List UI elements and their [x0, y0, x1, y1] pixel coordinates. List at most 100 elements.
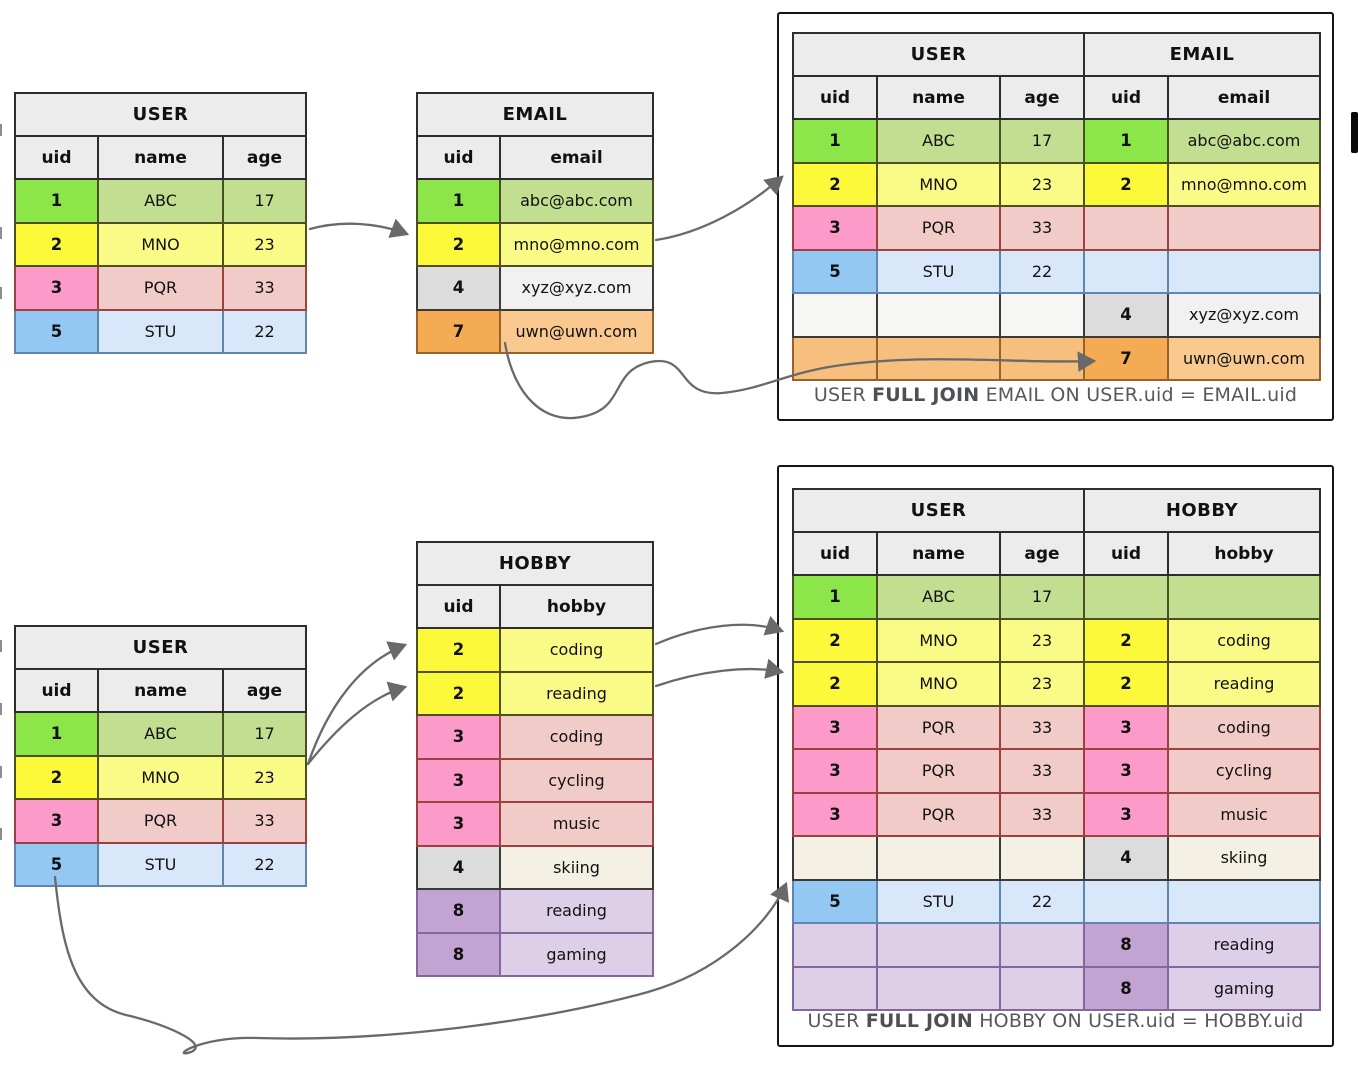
uid-cell: 2: [14, 754, 99, 800]
column-header-age: age: [222, 135, 307, 180]
uid-cell: 8: [1083, 922, 1169, 968]
data-cell: [792, 835, 878, 881]
data-cell: reading: [499, 670, 654, 716]
data-cell: 23: [999, 661, 1085, 707]
data-cell: uwn@uwn.com: [499, 308, 654, 354]
data-cell: gaming: [499, 931, 654, 977]
data-cell: 33: [999, 791, 1085, 837]
uid-cell: 3: [416, 714, 501, 760]
data-cell: reading: [499, 888, 654, 934]
data-cell: 22: [999, 248, 1085, 294]
uid-cell: 5: [792, 878, 878, 924]
caption-bold-full-join: FULL JOIN: [865, 1010, 973, 1032]
uid-cell: 2: [416, 670, 501, 716]
left-edge-tick: [0, 766, 2, 778]
table-title: USER: [792, 488, 1085, 533]
data-cell: [1167, 248, 1321, 294]
table-title: HOBBY: [1083, 488, 1321, 533]
data-cell: ABC: [876, 118, 1001, 164]
uid-cell: 5: [14, 841, 99, 887]
data-cell: [999, 835, 1085, 881]
uid-cell: 8: [416, 888, 501, 934]
data-cell: MNO: [97, 221, 224, 267]
uid-cell: 1: [14, 178, 99, 224]
caption-bold-full-join: FULL JOIN: [872, 384, 980, 406]
data-cell: 17: [222, 711, 307, 757]
data-cell: [1083, 248, 1169, 294]
uid-cell: 1: [792, 118, 878, 164]
uid-cell: 2: [416, 627, 501, 673]
data-cell: [1167, 878, 1321, 924]
data-cell: music: [499, 801, 654, 847]
uid-cell: 2: [1083, 161, 1169, 207]
uid-cell: 2: [792, 661, 878, 707]
table-title: EMAIL: [416, 92, 654, 137]
caption-full-join-email: USER FULL JOIN EMAIL ON USER.uid = EMAIL…: [779, 384, 1332, 406]
data-cell: coding: [1167, 617, 1321, 663]
data-cell: mno@mno.com: [1167, 161, 1321, 207]
column-header-name: name: [97, 668, 224, 713]
data-cell: [876, 835, 1001, 881]
uid-cell: 3: [1083, 748, 1169, 794]
left-edge-tick: [0, 828, 2, 840]
column-header-uid: uid: [416, 584, 501, 629]
data-cell: cycling: [499, 757, 654, 803]
uid-cell: 3: [792, 205, 878, 251]
data-cell: 17: [999, 574, 1085, 620]
data-cell: 23: [999, 161, 1085, 207]
column-header-name: name: [876, 531, 1001, 576]
data-cell: 33: [999, 704, 1085, 750]
column-header-age: age: [999, 531, 1085, 576]
left-edge-tick: [0, 703, 2, 715]
data-cell: [792, 922, 878, 968]
data-cell: 17: [222, 178, 307, 224]
data-cell: MNO: [97, 754, 224, 800]
table-title: HOBBY: [416, 541, 654, 586]
uid-cell: 2: [416, 221, 501, 267]
column-header-uid: uid: [1083, 531, 1169, 576]
arrow-user-to-hobby-coding: [306, 641, 408, 766]
uid-cell: 3: [416, 801, 501, 847]
uid-cell: 8: [1083, 965, 1169, 1011]
uid-cell: 1: [14, 711, 99, 757]
left-edge-tick: [0, 640, 2, 652]
data-cell: 33: [999, 748, 1085, 794]
uid-cell: 7: [1083, 335, 1169, 381]
table-title: USER: [14, 92, 307, 137]
data-cell: STU: [97, 308, 224, 354]
uid-cell: 4: [416, 265, 501, 311]
arrow-hobby-coding-to-result: [654, 615, 785, 646]
right-edge-mark: [1351, 112, 1358, 153]
data-cell: PQR: [97, 265, 224, 311]
column-header-name: name: [97, 135, 224, 180]
uid-cell: 3: [792, 791, 878, 837]
data-cell: MNO: [876, 617, 1001, 663]
uid-cell: 4: [416, 844, 501, 890]
data-cell: abc@abc.com: [1167, 118, 1321, 164]
data-cell: [792, 292, 878, 338]
column-header-age: age: [222, 668, 307, 713]
uid-cell: 1: [416, 178, 501, 224]
data-cell: ABC: [97, 711, 224, 757]
